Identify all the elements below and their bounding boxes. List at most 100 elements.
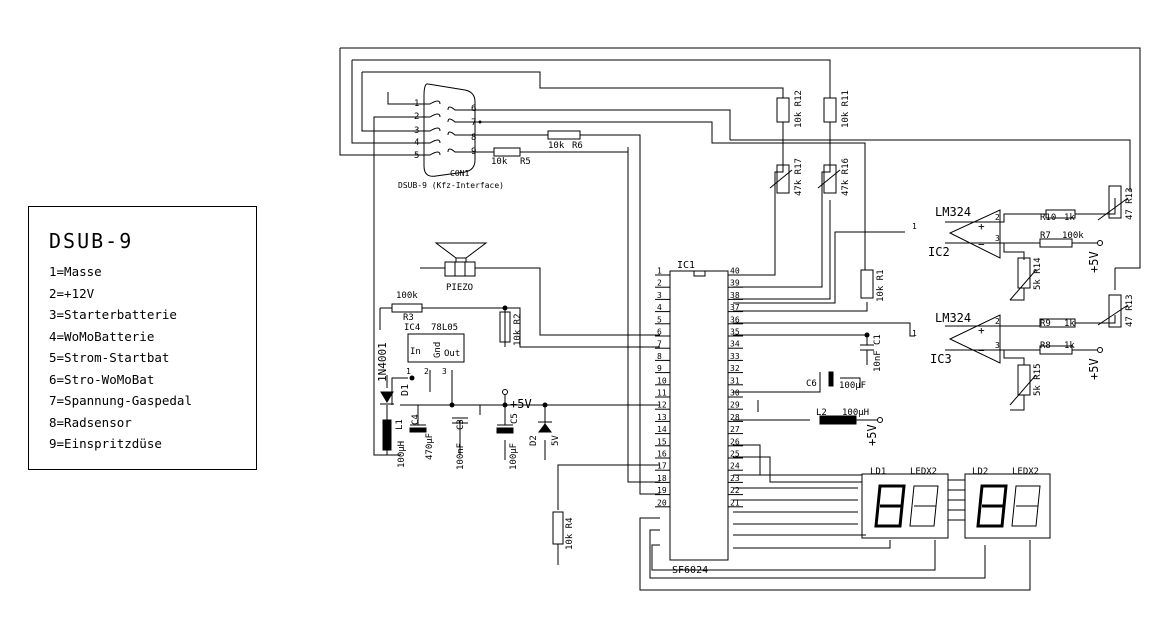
ic1-pin-label: 24 [730,462,740,471]
ic2-pin: 1 [912,222,917,231]
ic1-pin-label: 34 [730,340,740,349]
ld2-part: LEDX2 [1012,467,1039,477]
resistor-labels: 10k R12 10k R11 47k R17 47k R16 10k R1 1… [396,90,1135,550]
legend-title: DSUB-9 [49,229,134,253]
legend-item: 7=Spannung-Gaspedal [49,393,192,408]
legend-item: 8=Radsensor [49,414,132,430]
c6-value: 100µF [839,381,866,391]
plus5v-label: +5V [1087,358,1101,380]
r10-value: 1k [1064,213,1075,223]
con1-pin-label: 3 [414,126,419,136]
resistor-r2 [499,311,511,343]
resistor-r1 [860,269,874,299]
con1-caption: DSUB-9 (Kfz-Interface) [398,181,504,190]
r14-label: 5k R14 [1033,257,1043,290]
c4-ref: C4 [411,414,421,425]
resistor-r6 [547,130,581,140]
ic1-pin-label: 40 [730,267,740,276]
d1-ref: D1 [400,384,411,396]
junctions [409,120,870,408]
ic1-pin-label: 30 [730,389,740,398]
r16-label: 47k R16 [841,158,851,196]
capacitors [409,344,874,434]
resistor-r11 [823,97,837,123]
ic1-pin-label: 1 [657,267,662,276]
ic2-pin: 3 [995,234,1000,243]
r4-label: 10k R4 [565,517,575,550]
ic1-pin-label: 31 [730,376,740,385]
c3-ref: C3 [456,419,466,430]
ld1-part: LEDX2 [910,467,937,477]
diode-d1 [380,391,394,403]
r13a-label: 47 R13 [1125,187,1135,220]
resistor-r9 [1039,318,1076,328]
ic4-pin: 3 [442,367,447,376]
c3-value: 100nF [456,443,466,470]
ic1-pin-label: 25 [730,450,740,459]
resistor-r16 [823,164,837,194]
piezo-label: PIEZO [446,283,473,293]
ic2-minus: − [978,238,985,251]
resistor-r10 [1045,209,1076,219]
ic2-part: LM324 [935,205,971,219]
c4-value: 470µF [425,433,435,460]
resistor-r3 [391,303,423,313]
r7-value: 100k [1062,231,1084,241]
plus5v-label: +5V [865,424,879,446]
l2-value: 100µH [842,408,869,418]
r9-ref: R9 [1040,319,1051,329]
inductor-l1 [382,419,392,451]
ic4-pin: 1 [406,367,411,376]
con1-pin-label: 7 [471,118,476,128]
plus5v-label: +5V [1087,251,1101,273]
r1-label: 10k R1 [876,269,886,302]
resistor-r5 [493,147,521,157]
ic1-pin-label: 21 [730,498,740,507]
ic1-pin-label: 15 [657,437,667,446]
opamp-ic2: LM324 IC2 + − 1 2 3 [912,205,1001,259]
resistor-r13b [1108,294,1122,328]
r12-label: 10k R12 [794,90,804,128]
ic1-pin-label: 29 [730,401,740,410]
r5-ref: R5 [520,157,531,167]
r15-label: 5k R15 [1033,363,1043,396]
ic4-part: 78L05 [431,323,458,333]
resistor-r4 [552,511,564,545]
ic1-pin-label: 3 [657,291,662,300]
inductor-labels: L1 100µH L2 100µH [395,408,869,468]
c5-ref: C5 [510,413,520,424]
plus5v-label: +5V [510,397,532,411]
inductors [382,415,857,451]
ld2-ref: LD2 [972,467,988,477]
ic3-pin: 3 [995,341,1000,350]
resistor-r13a [1108,185,1122,219]
ic1-pin-label: 4 [657,303,662,312]
opamp-ic3: LM324 IC3 + − 1 2 3 [912,311,1001,366]
r9-value: 1k [1064,319,1075,329]
r3-value: 100k [396,291,418,301]
inductor-l2 [819,415,857,425]
legend-item: 4=WoMoBatterie [49,328,155,344]
ic1-pin-label: 6 [657,328,662,337]
r8-value: 1k [1064,341,1075,351]
legend-item: 6=Stro-WoMoBat [49,371,155,387]
ic1-ref: IC1 [677,260,695,271]
ic3-ref: IC3 [930,352,952,366]
resistors [391,97,1129,545]
con1-pin-label: 4 [414,138,419,148]
ic1-pin-label: 35 [730,328,740,337]
ic3-minus: − [978,344,985,357]
ic1-pin-label: 8 [657,352,662,361]
r10-ref: R10 [1040,213,1056,223]
d1-part: 1N4001 [376,342,389,382]
ic1-pin-label: 32 [730,364,740,373]
ic1-pin-label: 18 [657,474,667,483]
d2-value: 5V [551,435,561,446]
r5-value: 10k [491,157,508,167]
ld1-ref: LD1 [870,467,886,477]
ic1-pin-label: 22 [730,486,740,495]
l2-ref: L2 [816,408,827,418]
ic4-ref: IC4 [404,323,420,333]
r6-ref: R6 [572,141,583,151]
ic1-pin-label: 16 [657,450,667,459]
